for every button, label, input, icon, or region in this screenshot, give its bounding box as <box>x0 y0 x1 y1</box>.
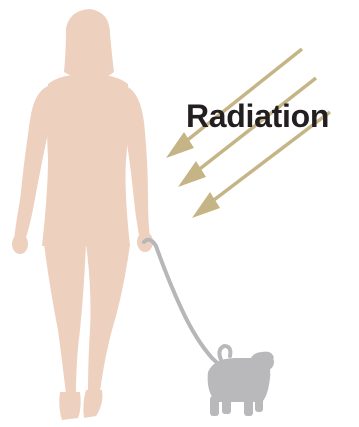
arrow-head-icon <box>166 132 194 158</box>
dog-leg-front-right <box>255 394 263 412</box>
woman-left-leg <box>44 244 86 394</box>
woman-silhouette-icon <box>12 9 153 420</box>
woman-right-leg <box>86 244 130 394</box>
woman-right-arm <box>124 86 150 240</box>
dog-leg-front-left <box>244 396 253 416</box>
woman-left-hand <box>12 234 28 254</box>
leash-icon <box>144 240 226 368</box>
arrow-head-icon <box>178 161 206 187</box>
woman-torso <box>42 74 130 246</box>
dog-leg-back-left <box>210 396 219 416</box>
dog-icon <box>208 346 274 416</box>
woman-left-foot <box>59 392 80 420</box>
dog-leg-back-right <box>222 396 231 414</box>
radiation-label: Radiation <box>186 100 329 132</box>
woman-right-foot <box>83 390 102 418</box>
arrow-head-icon <box>192 192 220 218</box>
